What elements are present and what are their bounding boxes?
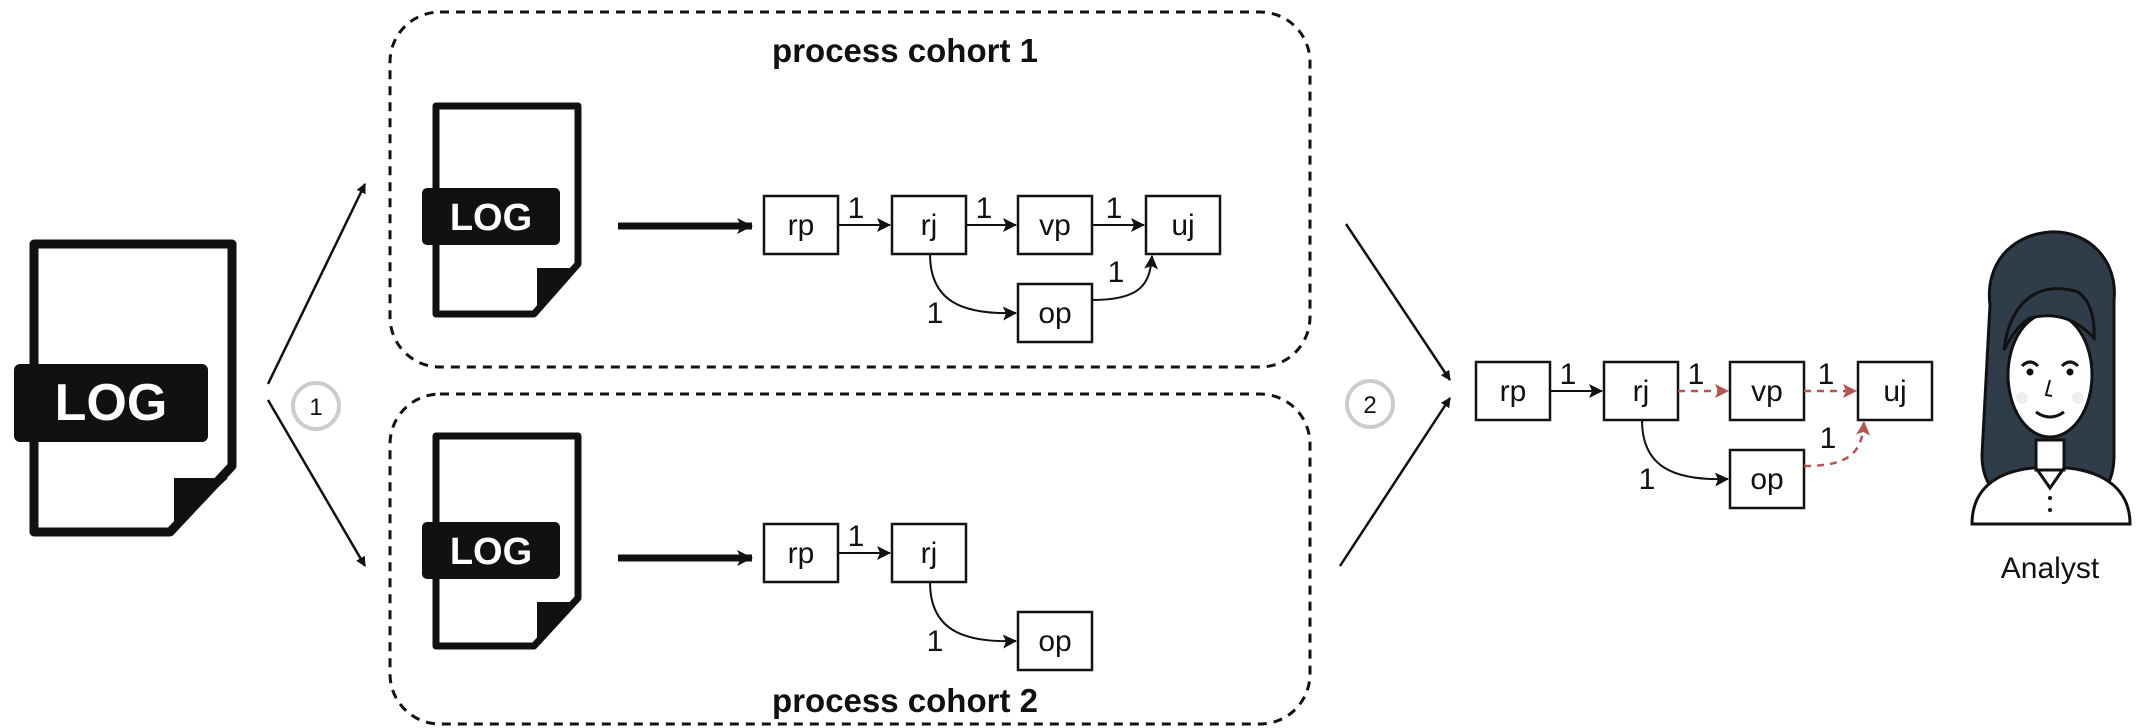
cohort-1-log-icon: LOG: [422, 102, 582, 318]
r-label-rj-vp: 1: [1688, 358, 1705, 391]
r-node-rj: rj: [1602, 360, 1680, 422]
c1-edge-rj-op: [929, 253, 1017, 321]
c1-edge-op-uj: [1091, 255, 1159, 301]
split-arrow-down: [266, 399, 367, 567]
step-1-badge: 1: [291, 381, 341, 431]
c1-node-vp: vp: [1016, 194, 1094, 256]
svg-text:rp: rp: [788, 537, 815, 570]
cohort-1-panel: process cohort 1 LOG rp rj vp uj op 1 1 …: [388, 10, 1312, 369]
svg-text:uj: uj: [1883, 375, 1906, 408]
svg-text:1: 1: [309, 394, 322, 421]
result-model: rp rj vp uj op 1 1 1 1 1: [1474, 358, 1934, 510]
r-node-op: op: [1728, 448, 1806, 510]
source-log-icon: LOG: [14, 239, 237, 537]
r-node-uj: uj: [1856, 360, 1934, 422]
split-arrow-up: [266, 183, 367, 385]
svg-text:rj: rj: [921, 209, 938, 242]
merge-arrow-bottom: [1338, 397, 1452, 567]
c2-label-rj-op: 1: [927, 625, 944, 658]
r-edge-rj-op: [1641, 419, 1729, 487]
merge-arrow-top: [1344, 223, 1452, 381]
c1-node-uj: uj: [1144, 194, 1222, 256]
svg-text:2: 2: [1363, 392, 1376, 419]
c2-node-op: op: [1016, 610, 1094, 672]
c2-node-rp: rp: [762, 522, 840, 584]
r-label-op-uj: 1: [1820, 422, 1837, 455]
cohort-2-title: process cohort 2: [772, 682, 1038, 719]
c1-label-rp-rj: 1: [848, 192, 865, 225]
svg-text:op: op: [1038, 625, 1071, 658]
step-2-badge: 2: [1345, 379, 1395, 429]
c1-node-op: op: [1016, 282, 1094, 344]
cohort-2-panel: process cohort 2 LOG rp rj op 1 1: [388, 392, 1312, 726]
r-label-rp-rj: 1: [1560, 358, 1577, 391]
c1-label-rj-vp: 1: [976, 192, 993, 225]
c2-label-rp-rj: 1: [848, 520, 865, 553]
c2-node-rj: rj: [890, 522, 968, 584]
c1-node-rj: rj: [890, 194, 968, 256]
r-label-rj-op: 1: [1639, 463, 1656, 496]
source-log-label: LOG: [55, 374, 168, 432]
svg-text:op: op: [1750, 463, 1783, 496]
r-label-vp-uj: 1: [1818, 358, 1835, 391]
analyst-label: Analyst: [2001, 552, 2100, 585]
svg-text:LOG: LOG: [450, 531, 532, 573]
analyst-avatar-icon: [1970, 230, 2132, 526]
c1-label-rj-op: 1: [927, 297, 944, 330]
cohort-2-log-icon: LOG: [422, 432, 582, 650]
r-node-vp: vp: [1728, 360, 1806, 422]
svg-text:vp: vp: [1751, 375, 1783, 408]
svg-text:LOG: LOG: [450, 197, 532, 239]
svg-text:uj: uj: [1171, 209, 1194, 242]
svg-text:op: op: [1038, 297, 1071, 330]
svg-text:rp: rp: [1500, 375, 1527, 408]
r-node-rp: rp: [1474, 360, 1552, 422]
svg-text:rj: rj: [1633, 375, 1650, 408]
r-edge-op-uj: [1803, 421, 1871, 468]
c2-edge-rj-op: [929, 581, 1017, 649]
svg-text:rp: rp: [788, 209, 815, 242]
svg-text:vp: vp: [1039, 209, 1071, 242]
c1-label-op-uj: 1: [1108, 256, 1125, 289]
cohort-1-title: process cohort 1: [772, 32, 1038, 69]
c1-node-rp: rp: [762, 194, 840, 256]
c1-label-vp-uj: 1: [1106, 192, 1123, 225]
svg-text:rj: rj: [921, 537, 938, 570]
